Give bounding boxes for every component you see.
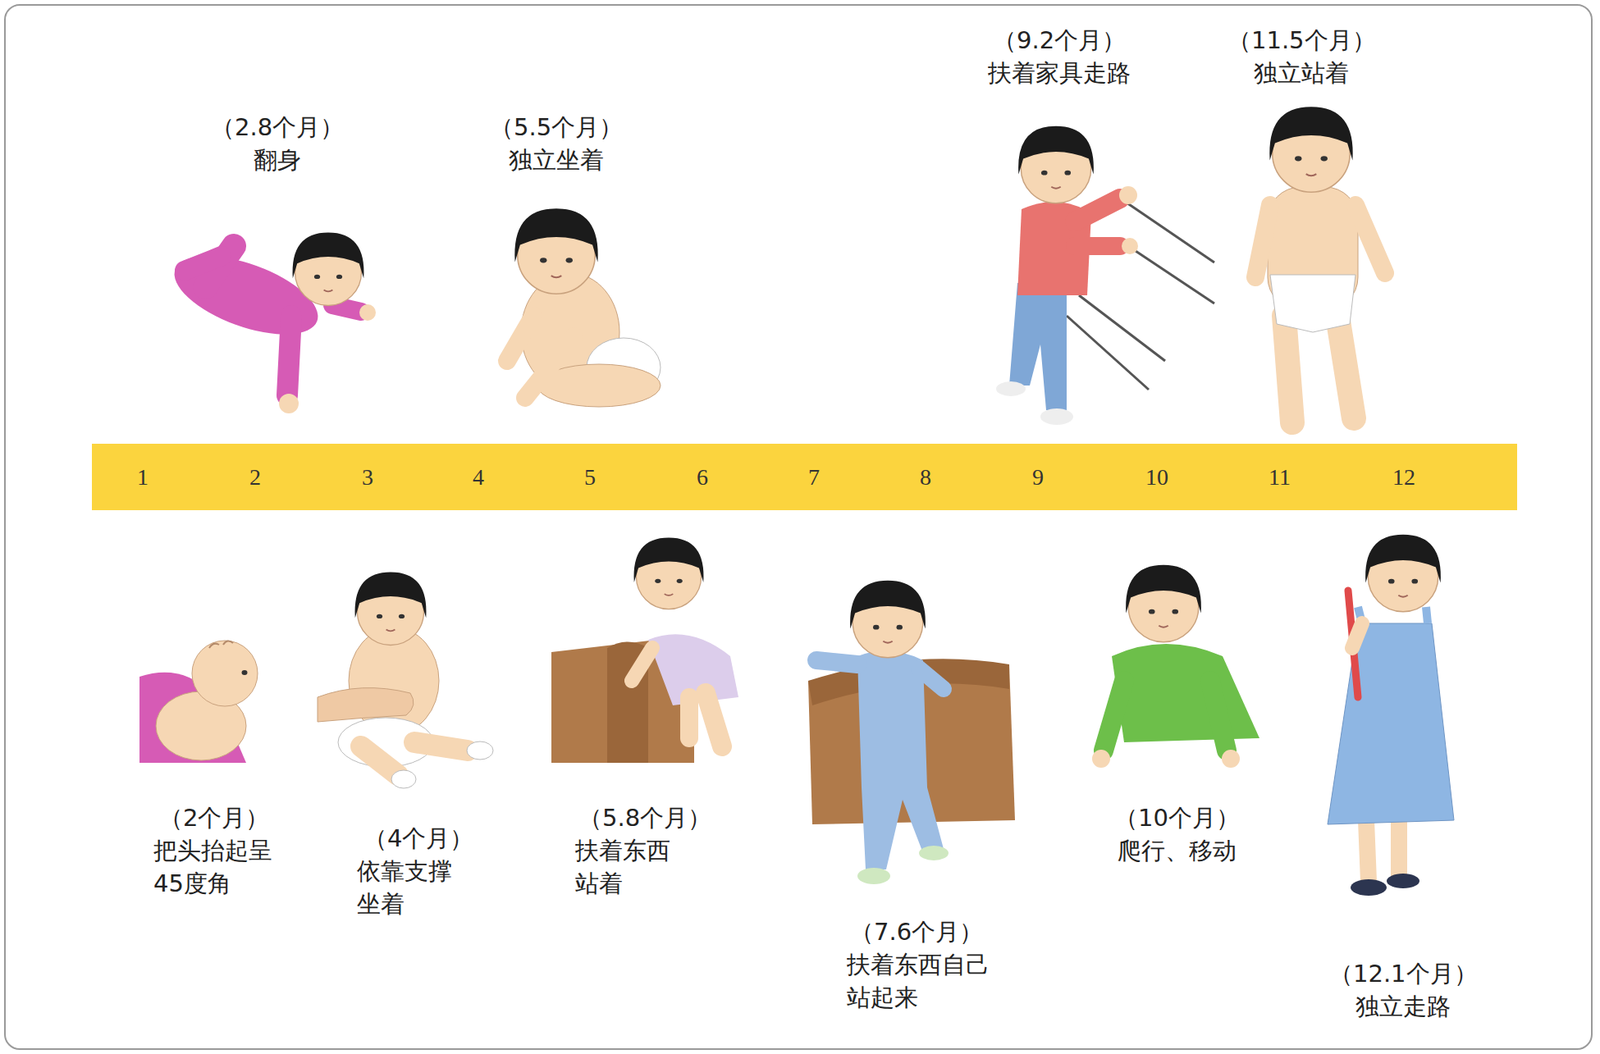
baby-lifting-head	[139, 640, 258, 764]
age-label: （10个月）	[1114, 801, 1240, 835]
baby-walking-with-support	[996, 126, 1215, 426]
baby-crawling	[1092, 565, 1260, 768]
age-label: （4个月）	[363, 822, 474, 855]
baby-standing	[1255, 106, 1386, 423]
age-label: （11.5个月）	[1227, 23, 1376, 57]
month-number: 7	[808, 466, 820, 490]
milestone-label: 把头抬起呈 45度角	[153, 834, 289, 901]
age-label: （5.8个月）	[578, 801, 712, 835]
milestone-label: 扶着家具走路	[987, 56, 1131, 90]
month-number: 10	[1145, 466, 1169, 490]
month-number: 4	[472, 466, 485, 490]
month-number: 5	[584, 466, 596, 490]
baby-rolling	[164, 232, 376, 414]
month-number: 11	[1268, 466, 1291, 490]
month-number: 3	[361, 466, 374, 490]
baby-supported-sitting	[317, 571, 494, 789]
milestone-label: 扶着东西 站着	[575, 834, 686, 901]
age-label: （2个月）	[159, 801, 270, 835]
month-number: 8	[919, 466, 932, 490]
milestone-label: 翻身	[253, 143, 302, 177]
age-label: （2.8个月）	[210, 110, 344, 144]
timeline-band: 123456789101112	[91, 443, 1518, 511]
baby-walking	[1327, 534, 1454, 896]
month-number: 12	[1392, 466, 1416, 490]
milestone-label: 独立坐着	[508, 143, 604, 177]
month-number: 6	[696, 466, 709, 490]
milestone-label: 扶着东西自己 站起来	[846, 948, 1007, 1015]
age-label: （12.1个月）	[1329, 957, 1478, 991]
month-number: 1	[137, 466, 149, 490]
baby-sitting	[507, 208, 661, 407]
age-label: （9.2个月）	[992, 23, 1126, 57]
milestone-label: 爬行、移动	[1117, 834, 1237, 868]
milestone-label: 独立站着	[1253, 56, 1349, 90]
frame	[4, 4, 1592, 1050]
month-number: 9	[1032, 466, 1044, 490]
age-label: （5.5个月）	[489, 110, 623, 144]
baby-pulling-up	[808, 580, 1015, 885]
age-label: （7.6个月）	[850, 915, 983, 949]
milestone-label: 独立走路	[1355, 990, 1451, 1024]
baby-holding-couch	[551, 537, 739, 764]
milestone-label: 依靠支撑 坐着	[356, 854, 468, 921]
month-number: 2	[249, 466, 261, 490]
